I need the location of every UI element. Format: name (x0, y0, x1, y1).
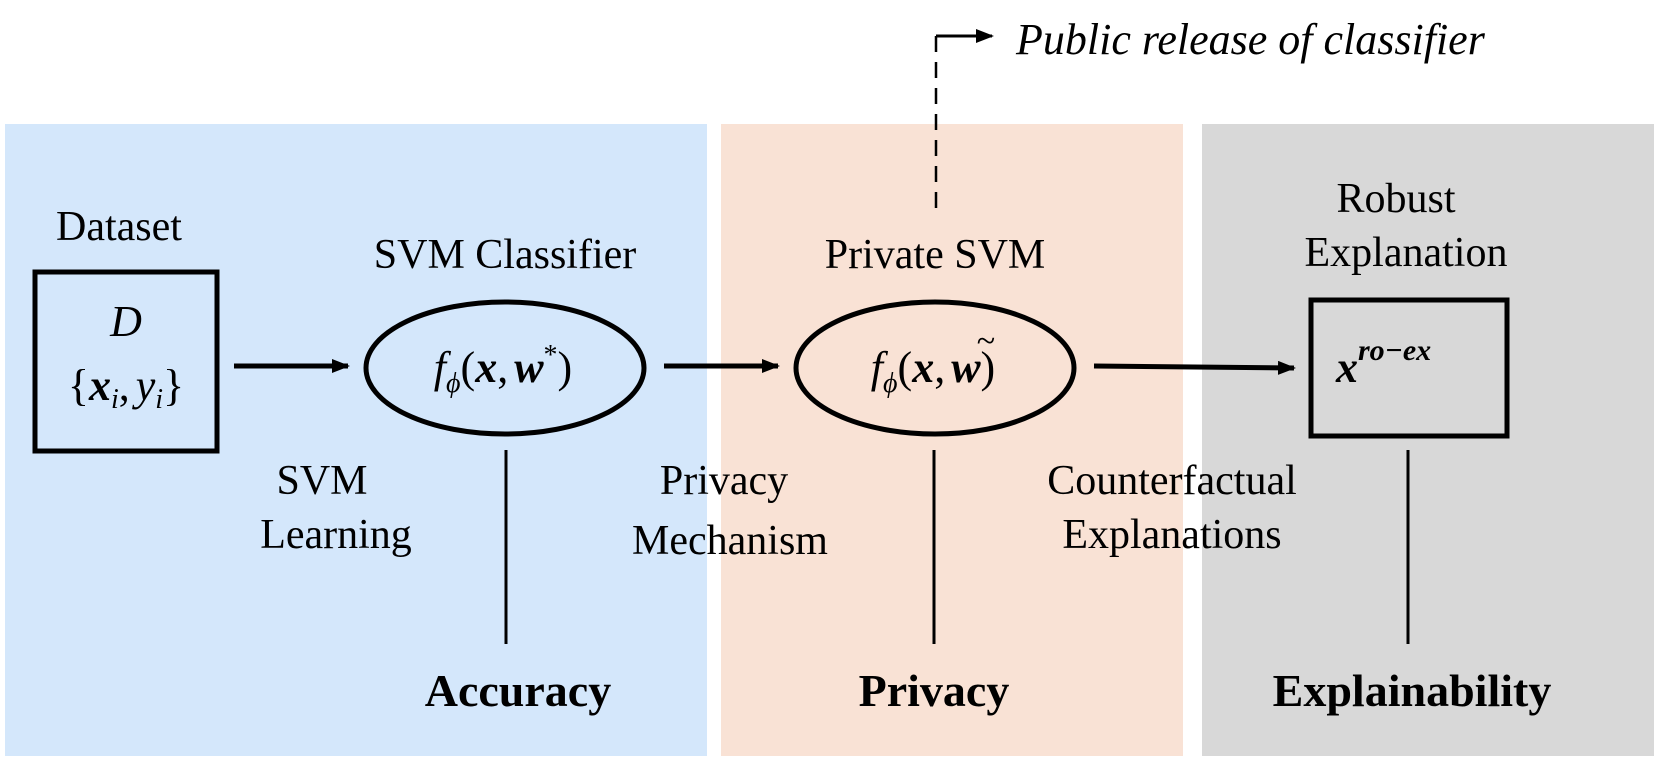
private-w: w (951, 343, 981, 392)
svm-f-sub: ϕ (446, 368, 461, 399)
dataset-x-sub: i (111, 384, 119, 415)
svm-w-sup: * (544, 340, 558, 371)
private-svm-node (793, 299, 1077, 437)
svm-open: ( (461, 343, 476, 392)
private-open: ( (898, 343, 913, 392)
robust-x-sup: ro−ex (1358, 334, 1431, 367)
svm-classifier-node (363, 299, 647, 437)
private-w-tilde: ~ (977, 323, 995, 360)
privacy-label: Privacy (859, 665, 1010, 716)
robust-title-line1: Robust (1336, 176, 1455, 222)
privacy-panel (721, 124, 1183, 756)
public-release-label: Public release of classifier (1015, 15, 1486, 64)
robust-title-line2: Explanation (1305, 230, 1508, 276)
dataset-set-open: { (68, 361, 89, 410)
svm-close: ) (558, 343, 573, 392)
arrow-private-to-robust (1093, 360, 1296, 375)
dataset-set-close: } (163, 361, 184, 410)
accuracy-label: Accuracy (425, 665, 611, 716)
robust-x: x (1335, 343, 1358, 392)
robust-explanation-box (1308, 297, 1510, 439)
dataset-y-sub: i (155, 384, 163, 415)
private-x: x (911, 343, 934, 392)
dataset-title: Dataset (56, 204, 182, 250)
svm-x: x (474, 343, 497, 392)
dataset-symbol: D (109, 297, 142, 346)
robust-formula: xro−ex (1335, 334, 1431, 392)
dataset-y: y (132, 361, 156, 410)
svm-classifier-title: SVM Classifier (374, 232, 637, 278)
private-f-sub: ϕ (883, 368, 898, 399)
dataset-formula: {xi,yi} (68, 361, 184, 415)
svm-w: w (514, 343, 544, 392)
private-svm-formula: fϕ(x,w) (871, 343, 995, 399)
counterfactual-label-line1: Counterfactual (1047, 458, 1297, 504)
explainability-label: Explainability (1273, 665, 1552, 716)
private-svm-title: Private SVM (825, 232, 1046, 278)
private-close: ) (981, 343, 996, 392)
counterfactual-label-line2: Explanations (1062, 512, 1281, 558)
svm-learning-label-line2: Learning (260, 512, 412, 558)
accuracy-panel (5, 124, 707, 756)
dataset-comma: , (119, 361, 130, 410)
svm-comma: , (497, 343, 508, 392)
dataset-box (32, 269, 220, 454)
explainability-panel (1202, 124, 1654, 756)
privacy-mechanism-label-line1: Privacy (660, 458, 788, 504)
privacy-mechanism-label-line2: Mechanism (632, 518, 828, 564)
svm-learning-label-line1: SVM (276, 458, 367, 504)
private-comma: , (934, 343, 945, 392)
dataset-x: x (88, 361, 111, 410)
